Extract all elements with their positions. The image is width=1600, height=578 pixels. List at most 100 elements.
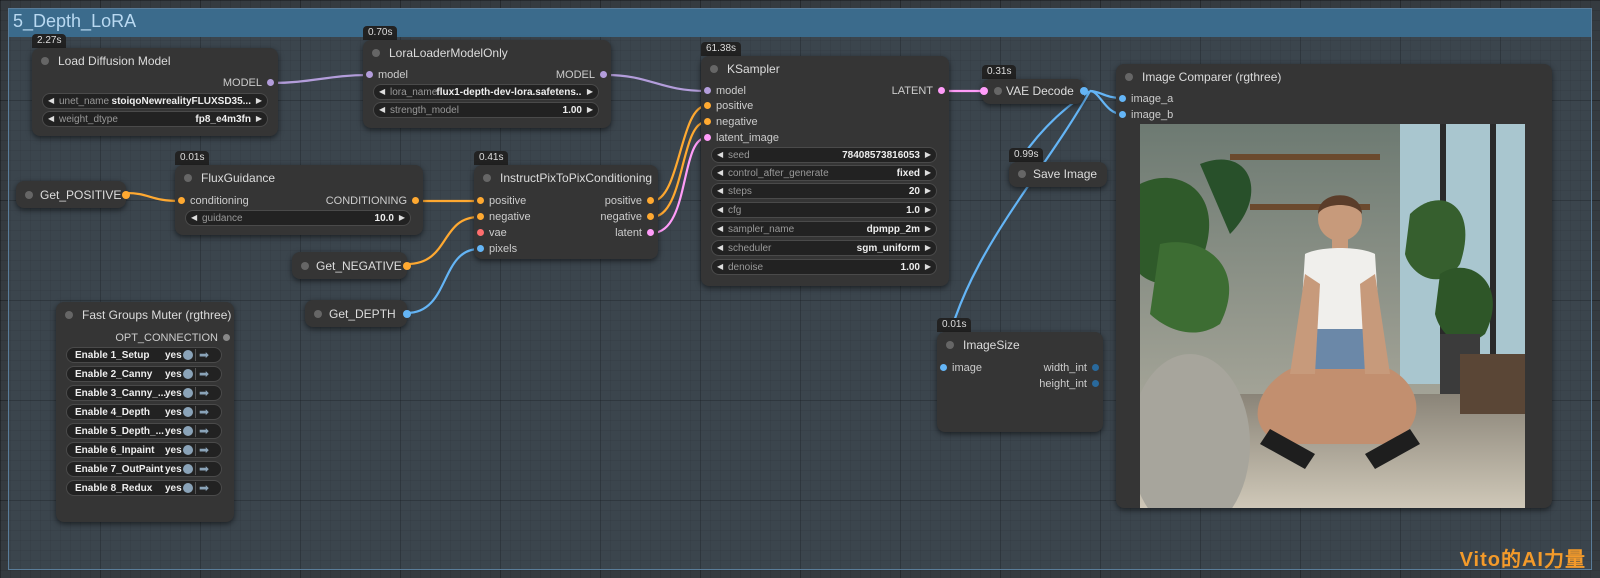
lora-loader-node[interactable]: LoraLoaderModelOnly model MODEL ◀lora_na… bbox=[363, 40, 611, 128]
node-header[interactable]: ImageSize bbox=[937, 332, 1103, 358]
arrow-right-icon[interactable]: ▶ bbox=[924, 262, 931, 271]
collapse-dot[interactable] bbox=[1018, 170, 1026, 178]
input-model[interactable]: model bbox=[704, 84, 746, 98]
node-header[interactable]: FluxGuidance bbox=[175, 165, 423, 191]
instruct-pix-to-pix-node[interactable]: InstructPixToPixConditioning positive ne… bbox=[474, 165, 658, 259]
output-height-int[interactable]: height_int bbox=[1039, 377, 1099, 391]
input-image[interactable]: image bbox=[940, 361, 982, 375]
node-header[interactable]: InstructPixToPixConditioning bbox=[474, 165, 658, 191]
output-negative[interactable]: negative bbox=[600, 210, 654, 224]
toggle-knob-icon[interactable] bbox=[183, 445, 193, 455]
input-positive[interactable]: positive bbox=[704, 99, 753, 113]
output-port[interactable] bbox=[403, 310, 411, 318]
arrow-right-icon[interactable]: ▶ bbox=[586, 105, 593, 114]
collapse-dot[interactable] bbox=[41, 57, 49, 65]
toggle-knob-icon[interactable] bbox=[183, 426, 193, 436]
output-opt-connection[interactable]: OPT_CONNECTION bbox=[115, 331, 230, 345]
fast-groups-muter-node[interactable]: Fast Groups Muter (rgthree) OPT_CONNECTI… bbox=[56, 302, 234, 522]
collapse-dot[interactable] bbox=[65, 311, 73, 319]
input-image-b[interactable]: image_b bbox=[1119, 108, 1173, 122]
collapse-dot[interactable] bbox=[946, 341, 954, 349]
output-latent[interactable]: latent bbox=[615, 226, 654, 240]
node-header[interactable]: KSampler bbox=[701, 56, 949, 82]
collapse-dot[interactable] bbox=[372, 49, 380, 57]
arrow-left-icon[interactable]: ◀ bbox=[717, 168, 724, 177]
output-model[interactable]: MODEL bbox=[556, 68, 608, 82]
arrow-left-icon[interactable]: ◀ bbox=[379, 105, 386, 114]
output-width-int[interactable]: width_int bbox=[1044, 361, 1100, 375]
arrow-right-icon[interactable]: ➡ bbox=[199, 481, 210, 495]
flux-guidance-node[interactable]: FluxGuidance conditioning CONDITIONING ◀… bbox=[175, 165, 423, 235]
collapse-dot[interactable] bbox=[483, 174, 491, 182]
arrow-right-icon[interactable]: ▶ bbox=[924, 186, 931, 195]
arrow-right-icon[interactable]: ▶ bbox=[586, 87, 593, 96]
node-header[interactable]: Image Comparer (rgthree) bbox=[1116, 64, 1552, 90]
arrow-right-icon[interactable]: ▶ bbox=[255, 96, 262, 105]
output-port[interactable] bbox=[1080, 87, 1088, 95]
output-positive[interactable]: positive bbox=[605, 194, 655, 208]
arrow-right-icon[interactable]: ➡ bbox=[199, 405, 210, 419]
vae-decode-node[interactable]: VAE Decode bbox=[980, 79, 1088, 104]
group-header[interactable]: 5_Depth_LoRA bbox=[9, 9, 1591, 37]
collapse-dot[interactable] bbox=[994, 87, 1002, 95]
input-model[interactable]: model bbox=[366, 68, 408, 82]
arrow-left-icon[interactable]: ◀ bbox=[717, 205, 724, 214]
save-image-node[interactable]: Save Image bbox=[1009, 162, 1107, 187]
get-positive-node[interactable]: Get_POSITIVE bbox=[16, 181, 130, 208]
output-port[interactable] bbox=[403, 262, 411, 270]
arrow-right-icon[interactable]: ▶ bbox=[924, 243, 931, 252]
arrow-right-icon[interactable]: ➡ bbox=[199, 424, 210, 438]
input-image-a[interactable]: image_a bbox=[1119, 92, 1173, 106]
toggle-knob-icon[interactable] bbox=[183, 369, 193, 379]
toggle-row-depth-lora[interactable]: Enable 5_Depth_...yes➡ bbox=[66, 423, 222, 439]
toggle-knob-icon[interactable] bbox=[183, 407, 193, 417]
input-positive[interactable]: positive bbox=[477, 194, 526, 208]
arrow-left-icon[interactable]: ◀ bbox=[717, 243, 724, 252]
collapse-dot[interactable] bbox=[25, 191, 33, 199]
comparison-preview-image[interactable] bbox=[1140, 124, 1525, 508]
get-negative-node[interactable]: Get_NEGATIVE bbox=[292, 252, 411, 279]
arrow-left-icon[interactable]: ◀ bbox=[48, 114, 55, 123]
arrow-right-icon[interactable]: ▶ bbox=[924, 205, 931, 214]
get-depth-node[interactable]: Get_DEPTH bbox=[305, 300, 411, 327]
input-port[interactable] bbox=[980, 87, 988, 95]
arrow-right-icon[interactable]: ▶ bbox=[398, 213, 405, 222]
toggle-row-canny-2[interactable]: Enable 3_Canny_...yes➡ bbox=[66, 385, 222, 401]
node-header[interactable]: Fast Groups Muter (rgthree) bbox=[56, 302, 234, 328]
toggle-knob-icon[interactable] bbox=[183, 464, 193, 474]
arrow-left-icon[interactable]: ◀ bbox=[379, 87, 386, 96]
arrow-left-icon[interactable]: ◀ bbox=[717, 150, 724, 159]
ksampler-node[interactable]: KSampler model positive negative latent_… bbox=[701, 56, 949, 286]
arrow-right-icon[interactable]: ➡ bbox=[199, 367, 210, 381]
toggle-knob-icon[interactable] bbox=[183, 388, 193, 398]
input-vae[interactable]: vae bbox=[477, 226, 507, 240]
input-negative[interactable]: negative bbox=[477, 210, 531, 224]
collapse-dot[interactable] bbox=[301, 262, 309, 270]
input-pixels[interactable]: pixels bbox=[477, 242, 517, 256]
collapse-dot[interactable] bbox=[184, 174, 192, 182]
arrow-left-icon[interactable]: ◀ bbox=[191, 213, 198, 222]
collapse-dot[interactable] bbox=[710, 65, 718, 73]
output-model[interactable]: MODEL bbox=[223, 76, 275, 90]
arrow-right-icon[interactable]: ▶ bbox=[924, 150, 931, 159]
node-header[interactable]: LoraLoaderModelOnly bbox=[363, 40, 611, 66]
arrow-right-icon[interactable]: ▶ bbox=[924, 224, 931, 233]
arrow-left-icon[interactable]: ◀ bbox=[717, 262, 724, 271]
arrow-right-icon[interactable]: ▶ bbox=[924, 168, 931, 177]
toggle-knob-icon[interactable] bbox=[183, 350, 193, 360]
output-conditioning[interactable]: CONDITIONING bbox=[326, 194, 420, 208]
output-latent[interactable]: LATENT bbox=[892, 84, 946, 98]
